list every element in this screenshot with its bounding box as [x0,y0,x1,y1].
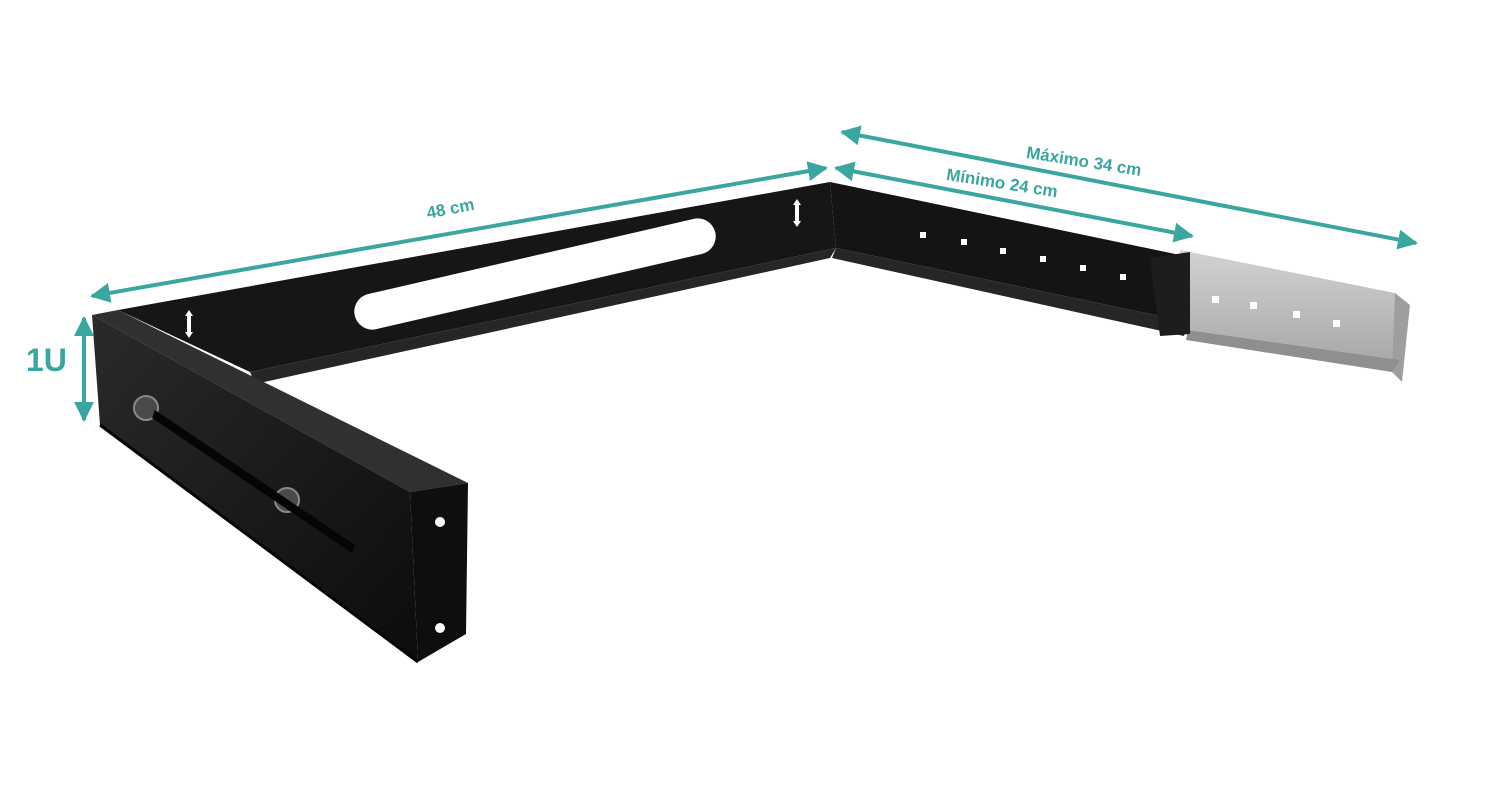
height-label: 1U [26,342,67,378]
max-depth-arrow [840,125,1418,250]
keyhole-slot [185,310,193,338]
back-rail [118,182,836,384]
width-arrow [90,161,828,303]
depth-rail [830,182,1190,336]
dimension-arrows [74,125,1418,422]
front-plate [92,310,468,664]
extension-ghost [1180,250,1410,382]
